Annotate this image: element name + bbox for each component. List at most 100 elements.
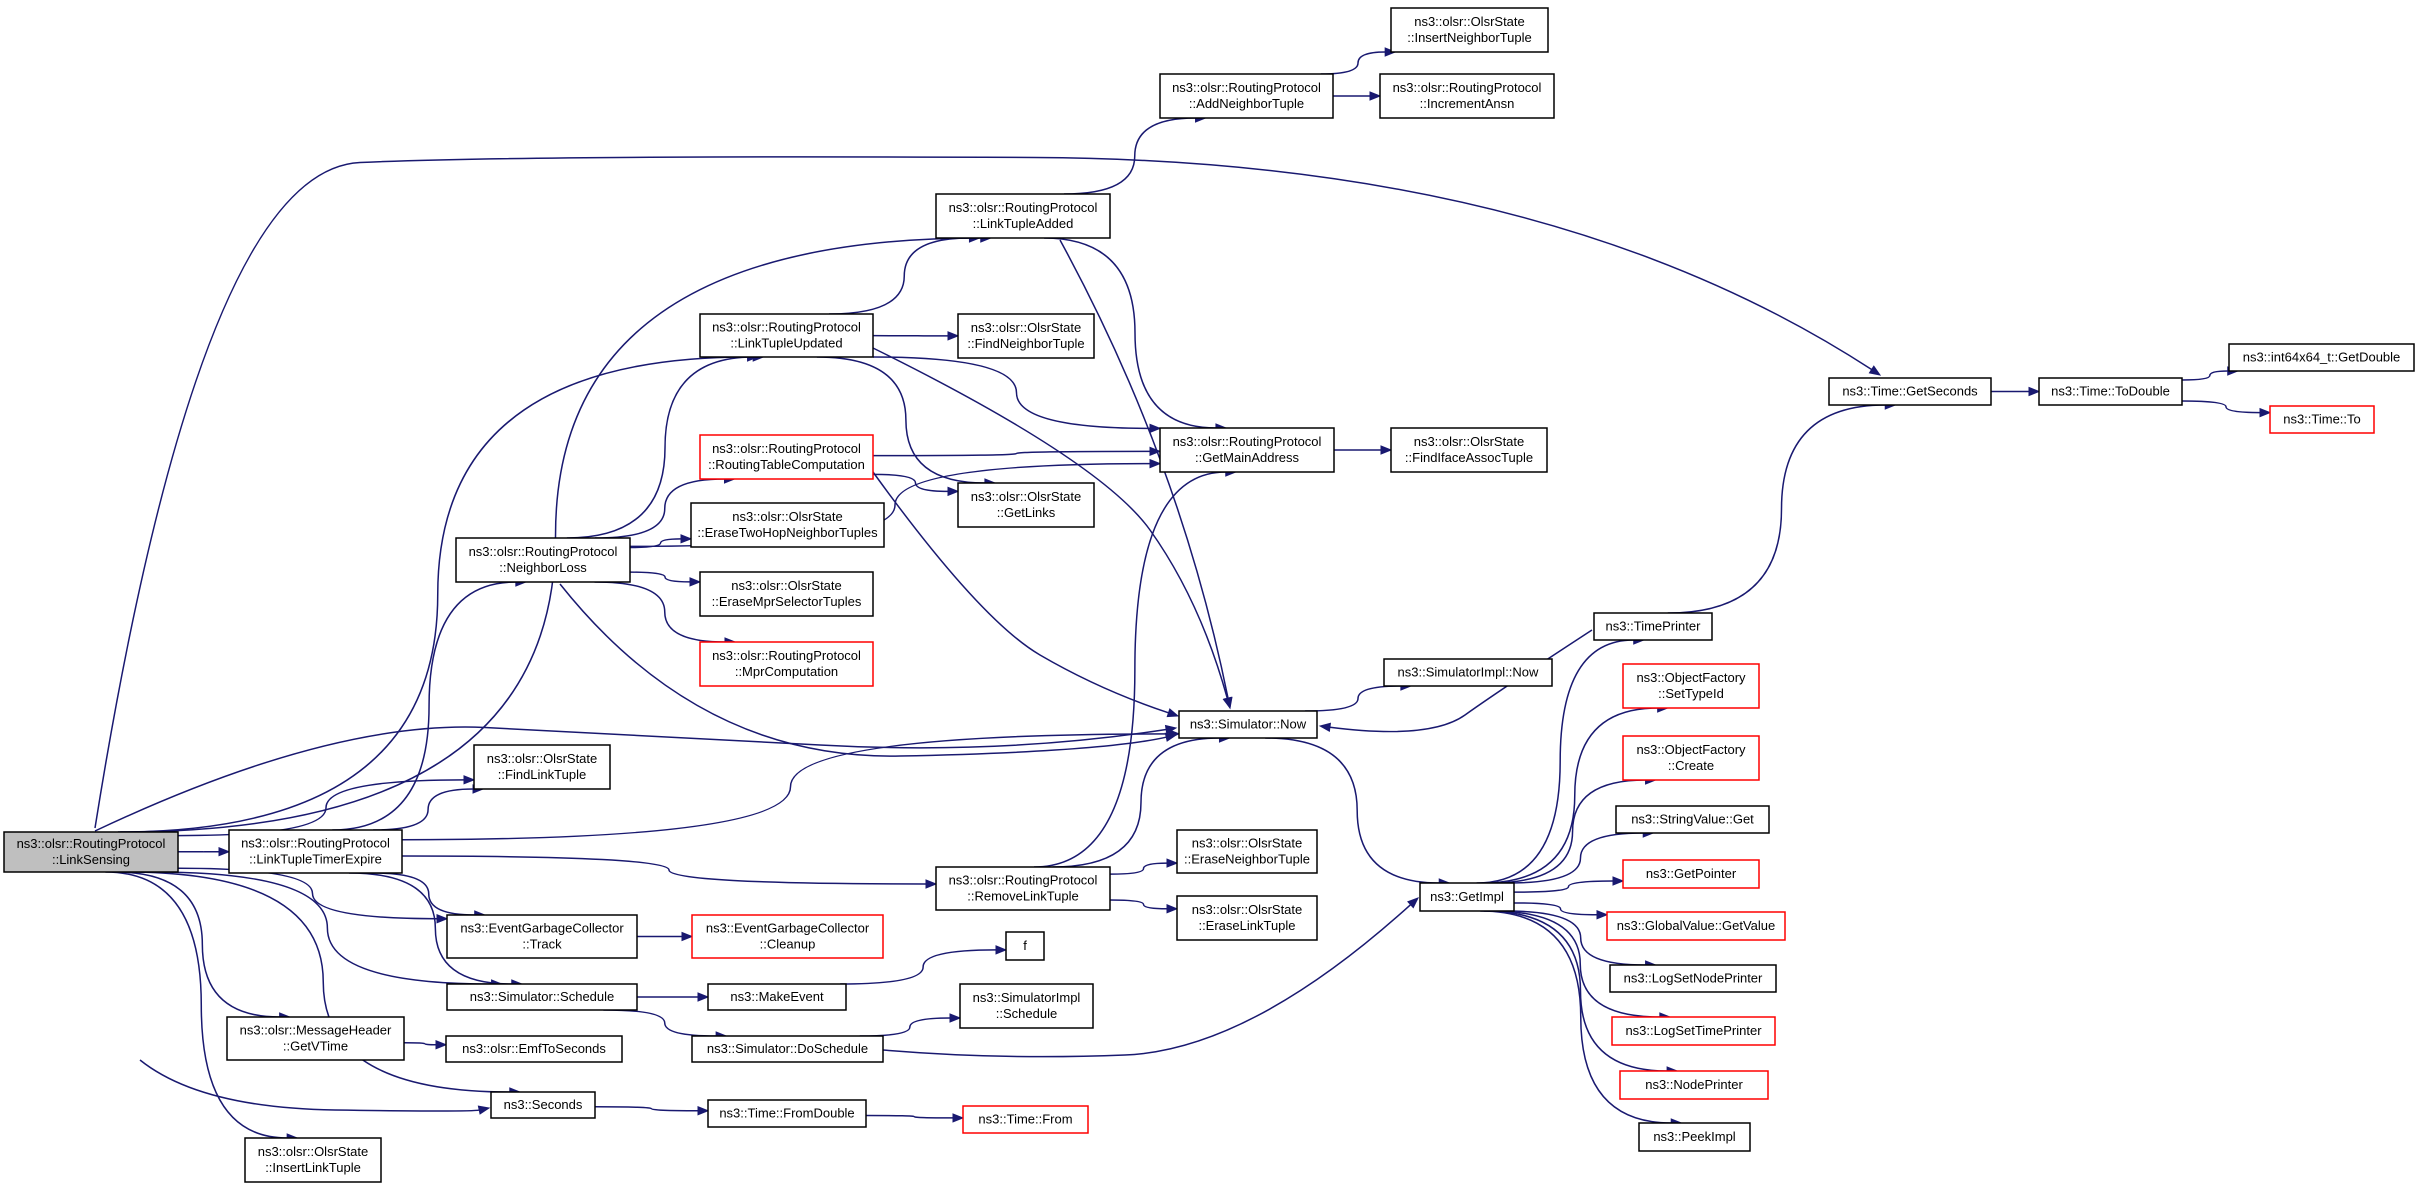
edge-line bbox=[94, 156, 1873, 829]
node-getlinks[interactable]: ns3::olsr::OlsrState::GetLinks bbox=[957, 482, 1095, 528]
edge-line bbox=[1489, 779, 1646, 884]
edge-line bbox=[139, 1059, 480, 1112]
node-getpointer[interactable]: ns3::GetPointer bbox=[1622, 859, 1760, 889]
edge-arrowhead-icon bbox=[1612, 876, 1625, 886]
node-timetodouble[interactable]: ns3::Time::ToDouble bbox=[2038, 377, 2183, 406]
node-label-line: ns3::int64x64_t::GetDouble bbox=[2243, 350, 2401, 365]
node-insertneighbortuple[interactable]: ns3::olsr::OlsrState::InsertNeighborTupl… bbox=[1390, 7, 1549, 53]
node-removelinktuple[interactable]: ns3::olsr::RoutingProtocol::RemoveLinkTu… bbox=[935, 866, 1111, 911]
node-linktupleadded[interactable]: ns3::olsr::RoutingProtocol::LinkTupleAdd… bbox=[935, 193, 1111, 239]
edge-line bbox=[403, 1042, 437, 1046]
node-label-line: ::FindLinkTuple bbox=[498, 767, 586, 782]
node-box bbox=[2228, 343, 2415, 372]
edge-arrowhead-icon bbox=[2028, 386, 2041, 397]
node-ofcreate[interactable]: ns3::ObjectFactory::Create bbox=[1622, 735, 1760, 781]
node-simulatornow[interactable]: ns3::Simulator::Now bbox=[1178, 710, 1318, 739]
node-timefromdouble[interactable]: ns3::Time::FromDouble bbox=[707, 1099, 867, 1128]
edge-neighborloss-to-erasetwohop bbox=[629, 534, 693, 549]
edge-line bbox=[872, 450, 1151, 457]
node-makeevent[interactable]: ns3::MakeEvent bbox=[707, 983, 847, 1011]
node-findifaceassoctuple[interactable]: ns3::olsr::OlsrState::FindIfaceAssocTupl… bbox=[1390, 427, 1548, 473]
node-egctrack[interactable]: ns3::EventGarbageCollector::Track bbox=[446, 914, 638, 959]
node-eraseneighbortuple[interactable]: ns3::olsr::OlsrState::EraseNeighborTuple bbox=[1176, 829, 1318, 874]
node-linksensing[interactable]: ns3::olsr::RoutingProtocol::LinkSensing bbox=[3, 831, 179, 873]
edge-linktupletimerexpire-to-egctrack bbox=[372, 872, 487, 920]
node-routingtablecomputation[interactable]: ns3::olsr::RoutingProtocol::RoutingTable… bbox=[699, 434, 874, 480]
node-emftoseconds[interactable]: ns3::olsr::EmfToSeconds bbox=[445, 1035, 623, 1063]
node-label-line: ::IncrementAnsn bbox=[1420, 96, 1515, 111]
node-erasetwohop[interactable]: ns3::olsr::OlsrState::EraseTwoHopNeighbo… bbox=[690, 502, 885, 548]
node-box bbox=[699, 313, 874, 358]
node-timeto[interactable]: ns3::Time::To bbox=[2269, 405, 2375, 434]
node-eraselinktuple[interactable]: ns3::olsr::OlsrState::EraseLinkTuple bbox=[1176, 895, 1318, 941]
node-linktupletimerexpire[interactable]: ns3::olsr::RoutingProtocol::LinkTupleTim… bbox=[228, 829, 403, 874]
edge-arrowhead-icon bbox=[1380, 445, 1393, 455]
node-incrementansn[interactable]: ns3::olsr::RoutingProtocol::IncrementAns… bbox=[1379, 73, 1555, 119]
edge-linktupleupdated-to-findneighbortuple bbox=[872, 331, 960, 341]
node-timeprinter[interactable]: ns3::TimePrinter bbox=[1593, 612, 1713, 641]
node-int64getdouble[interactable]: ns3::int64x64_t::GetDouble bbox=[2228, 343, 2415, 372]
node-findlinktuple[interactable]: ns3::olsr::OlsrState::FindLinkTuple bbox=[473, 744, 611, 790]
edge-linktupleupdated-to-getmainaddress bbox=[872, 356, 1162, 434]
node-egccleanup[interactable]: ns3::EventGarbageCollector::Cleanup bbox=[691, 914, 884, 959]
node-erasemprselector[interactable]: ns3::olsr::OlsrState::EraseMprSelectorTu… bbox=[699, 571, 874, 617]
edge-arrowhead-icon bbox=[947, 486, 960, 497]
node-mprcomputation[interactable]: ns3::olsr::RoutingProtocol::MprComputati… bbox=[699, 641, 874, 687]
node-timefrom[interactable]: ns3::Time::From bbox=[962, 1105, 1089, 1134]
node-insertlinktuple[interactable]: ns3::olsr::OlsrState::InsertLinkTuple bbox=[244, 1137, 382, 1183]
node-getimpl[interactable]: ns3::GetImpl bbox=[1419, 882, 1515, 912]
node-simdoschedule[interactable]: ns3::Simulator::DoSchedule bbox=[691, 1035, 884, 1063]
edge-line bbox=[332, 581, 516, 831]
node-seconds[interactable]: ns3::Seconds bbox=[490, 1091, 596, 1119]
node-label-line: ::LinkTupleAdded bbox=[973, 216, 1074, 231]
node-label-line: ns3::olsr::EmfToSeconds bbox=[462, 1041, 606, 1056]
node-label-line: ns3::olsr::RoutingProtocol bbox=[949, 873, 1098, 888]
node-neighborloss[interactable]: ns3::olsr::RoutingProtocol::NeighborLoss bbox=[455, 537, 631, 583]
edge-line bbox=[1109, 862, 1168, 875]
node-box bbox=[1419, 882, 1515, 912]
node-timegetseconds[interactable]: ns3::Time::GetSeconds bbox=[1828, 377, 1992, 406]
node-linktupleupdated[interactable]: ns3::olsr::RoutingProtocol::LinkTupleUpd… bbox=[699, 313, 874, 358]
node-stringvalueget[interactable]: ns3::StringValue::Get bbox=[1615, 805, 1770, 834]
node-box bbox=[957, 313, 1095, 359]
node-findneighbortuple[interactable]: ns3::olsr::OlsrState::FindNeighborTuple bbox=[957, 313, 1095, 359]
node-box bbox=[473, 744, 611, 790]
edge-line bbox=[603, 1009, 717, 1037]
node-globalvalueget[interactable]: ns3::GlobalValue::GetValue bbox=[1606, 911, 1786, 941]
node-getmainaddress[interactable]: ns3::olsr::RoutingProtocol::GetMainAddre… bbox=[1159, 427, 1335, 473]
node-box bbox=[1379, 73, 1555, 119]
node-logsettimeprinter[interactable]: ns3::LogSetTimePrinter bbox=[1611, 1016, 1776, 1046]
node-box bbox=[935, 866, 1111, 911]
edge-routingtablecomputation-to-getmainaddress bbox=[872, 446, 1162, 457]
edge-removelinktuple-to-eraseneighbortuple bbox=[1109, 858, 1179, 875]
node-nodeprinter[interactable]: ns3::NodePrinter bbox=[1619, 1070, 1769, 1100]
edge-line bbox=[559, 583, 1167, 757]
edge-arrowhead-icon bbox=[1166, 904, 1179, 914]
node-simimplschedule[interactable]: ns3::SimulatorImpl::Schedule bbox=[959, 983, 1094, 1029]
edge-removelinktuple-to-eraselinktuple bbox=[1109, 899, 1179, 914]
edge-line bbox=[1480, 910, 1672, 1124]
edge-linktupleadded-to-addneighbortuple bbox=[1063, 113, 1207, 195]
node-addneighbortuple[interactable]: ns3::olsr::RoutingProtocol::AddNeighborT… bbox=[1159, 73, 1334, 119]
node-getvtime[interactable]: ns3::olsr::MessageHeader::GetVTime bbox=[226, 1016, 405, 1061]
edge-line bbox=[1109, 899, 1168, 910]
edge-line bbox=[1052, 737, 1220, 868]
node-peekimpl[interactable]: ns3::PeekImpl bbox=[1638, 1122, 1751, 1152]
edge-arrowhead-icon bbox=[1149, 423, 1162, 434]
edge-line bbox=[1507, 832, 1644, 884]
edge-arrowhead-icon bbox=[925, 879, 938, 889]
edge-simschedule-to-makeevent bbox=[636, 992, 710, 1002]
edge-line bbox=[373, 788, 474, 831]
edge-linktupleupdated-to-simulatornow bbox=[872, 347, 1232, 710]
node-settypeid[interactable]: ns3::ObjectFactory::SetTypeId bbox=[1622, 663, 1760, 709]
node-label-line: ns3::olsr::OlsrState bbox=[732, 509, 843, 524]
node-label-line: ns3::Simulator::Now bbox=[1190, 717, 1307, 732]
node-box bbox=[1615, 805, 1770, 834]
node-simimplnow[interactable]: ns3::SimulatorImpl::Now bbox=[1383, 658, 1553, 687]
node-label-line: ns3::PeekImpl bbox=[1653, 1129, 1735, 1144]
edge-arrowhead-icon bbox=[697, 1106, 710, 1116]
edge-arrowhead-icon bbox=[1407, 897, 1419, 909]
node-simschedule[interactable]: ns3::Simulator::Schedule bbox=[446, 983, 638, 1011]
node-f[interactable]: f bbox=[1005, 931, 1045, 961]
node-logsetnodeprinter[interactable]: ns3::LogSetNodePrinter bbox=[1609, 964, 1777, 993]
